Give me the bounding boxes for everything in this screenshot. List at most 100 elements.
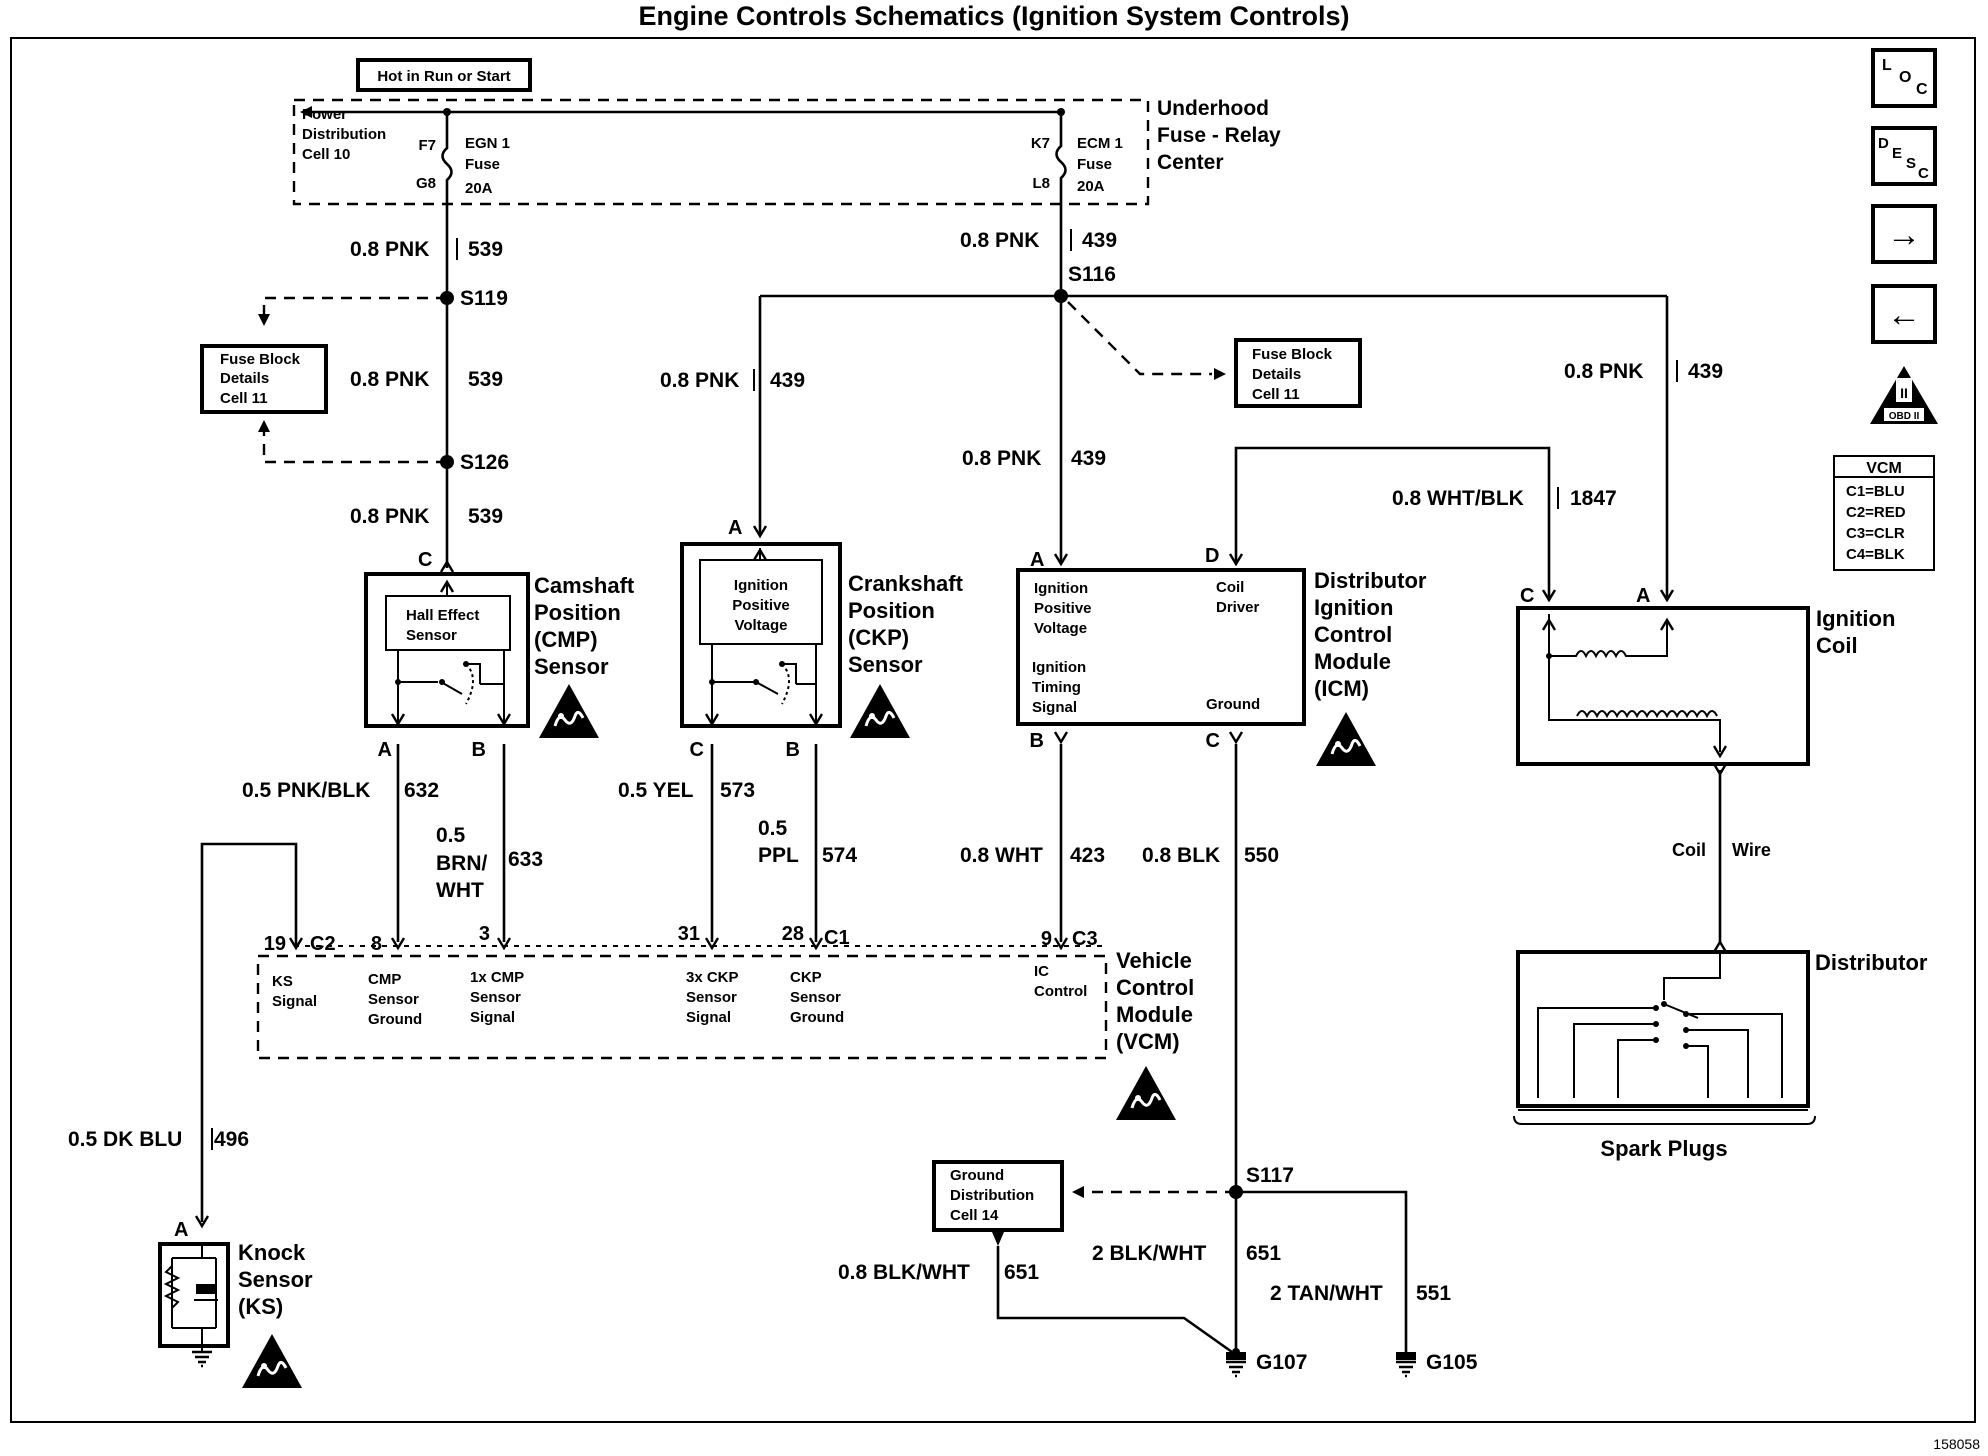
ground-distribution-box[interactable]: Ground Distribution Cell 14 xyxy=(932,1160,1064,1232)
svg-text:Sensor: Sensor xyxy=(534,654,609,679)
svg-text:Voltage: Voltage xyxy=(734,617,787,634)
svg-text:BRN/: BRN/ xyxy=(436,852,487,875)
svg-text:Crankshaft: Crankshaft xyxy=(848,571,964,596)
svg-text:G8: G8 xyxy=(416,175,436,192)
svg-text:Coil: Coil xyxy=(1216,579,1244,596)
svg-text:C2: C2 xyxy=(310,933,336,955)
svg-text:S117: S117 xyxy=(1246,1164,1294,1187)
svg-text:II: II xyxy=(1900,385,1908,401)
svg-text:Distribution: Distribution xyxy=(950,1187,1034,1204)
svg-text:A: A xyxy=(174,1219,188,1241)
svg-text:Ignition: Ignition xyxy=(1032,659,1086,676)
ecm1-fuse: K7 L8 ECM 1 Fuse 20A xyxy=(1031,108,1123,296)
svg-text:0.8 BLK/WHT: 0.8 BLK/WHT xyxy=(838,1261,970,1284)
obd-ii-icon[interactable]: II OBD II xyxy=(1870,366,1938,424)
svg-text:Cell 11: Cell 11 xyxy=(220,390,268,407)
svg-text:0.8 WHT: 0.8 WHT xyxy=(960,844,1043,867)
svg-text:539: 539 xyxy=(468,238,503,261)
svg-text:Control: Control xyxy=(1116,975,1194,1000)
svg-text:L8: L8 xyxy=(1032,175,1050,192)
ground-g107: G107 xyxy=(1224,1351,1307,1378)
svg-text:651: 651 xyxy=(1004,1261,1039,1284)
underhood-fuse-relay-center: Power Distribution Cell 10 Underhood Fus… xyxy=(292,97,1281,206)
svg-text:Sensor: Sensor xyxy=(686,989,737,1006)
svg-text:Signal: Signal xyxy=(272,993,317,1010)
svg-text:C: C xyxy=(418,549,432,571)
svg-text:539: 539 xyxy=(468,505,503,528)
svg-text:0.5 YEL: 0.5 YEL xyxy=(618,779,694,802)
svg-text:651: 651 xyxy=(1246,1242,1281,1265)
svg-text:ECM 1: ECM 1 xyxy=(1077,135,1123,152)
svg-text:Cell 14: Cell 14 xyxy=(950,1207,999,1224)
svg-text:A: A xyxy=(378,739,392,761)
svg-text:D: D xyxy=(1205,545,1219,567)
svg-text:EGN 1: EGN 1 xyxy=(465,135,510,152)
svg-text:S: S xyxy=(1906,155,1916,172)
svg-text:C1=BLU: C1=BLU xyxy=(1846,483,1905,500)
svg-text:3: 3 xyxy=(479,923,490,945)
vcm-connector-legend: VCM C1=BLU C2=RED C3=CLR C4=BLK xyxy=(1833,455,1935,571)
svg-text:D: D xyxy=(1878,135,1889,152)
svg-text:Position: Position xyxy=(534,600,621,625)
svg-text:(CKP): (CKP) xyxy=(848,625,909,650)
svg-text:2 TAN/WHT: 2 TAN/WHT xyxy=(1270,1282,1383,1305)
svg-text:19: 19 xyxy=(264,933,286,955)
svg-text:550: 550 xyxy=(1244,844,1279,867)
svg-text:Ground: Ground xyxy=(1206,696,1260,713)
svg-text:Sensor: Sensor xyxy=(470,989,521,1006)
fuse-block-details-left[interactable]: Fuse Block Details Cell 11 xyxy=(200,344,328,414)
svg-text:2 BLK/WHT: 2 BLK/WHT xyxy=(1092,1242,1206,1265)
svg-text:Distributor: Distributor xyxy=(1815,950,1928,975)
svg-text:9: 9 xyxy=(1041,928,1052,950)
svg-text:(KS): (KS) xyxy=(238,1294,283,1319)
svg-text:S116: S116 xyxy=(1068,263,1116,286)
svg-text:WHT: WHT xyxy=(436,879,484,902)
svg-text:Knock: Knock xyxy=(238,1240,306,1265)
desc-icon[interactable]: D E S C xyxy=(1871,126,1937,186)
svg-text:551: 551 xyxy=(1416,1282,1451,1305)
svg-text:0.8 PNK: 0.8 PNK xyxy=(1564,360,1643,383)
svg-text:1847: 1847 xyxy=(1570,487,1617,510)
svg-text:1x CMP: 1x CMP xyxy=(470,969,524,986)
hot-in-run-label: Hot in Run or Start xyxy=(356,58,532,92)
wire-1847 xyxy=(1234,446,1551,598)
svg-text:C: C xyxy=(690,739,704,761)
knock-sensor: A Knock Sensor (KS) xyxy=(158,1219,313,1390)
svg-text:20A: 20A xyxy=(465,180,493,197)
svg-text:20A: 20A xyxy=(1077,178,1105,195)
svg-text:Cell 11: Cell 11 xyxy=(1252,386,1300,403)
svg-text:Coil: Coil xyxy=(1816,633,1858,658)
svg-text:0.8 PNK: 0.8 PNK xyxy=(350,238,429,261)
next-arrow-icon[interactable]: → xyxy=(1871,204,1937,264)
svg-text:Ground: Ground xyxy=(368,1011,422,1028)
fuse-block-details-right[interactable]: Fuse Block Details Cell 11 xyxy=(1234,338,1362,408)
svg-text:Position: Position xyxy=(848,598,935,623)
svg-text:0.5: 0.5 xyxy=(758,817,788,840)
camshaft-position-sensor: C Hall Effect Sensor A B Camshaft Positi… xyxy=(364,549,635,761)
svg-text:←: ← xyxy=(1887,296,1921,334)
svg-text:Distributor: Distributor xyxy=(1314,568,1427,593)
svg-text:439: 439 xyxy=(1071,447,1106,470)
svg-text:(ICM): (ICM) xyxy=(1314,676,1369,701)
egn1-fuse: F7 G8 EGN 1 Fuse 20A xyxy=(416,108,510,250)
svg-text:Fuse: Fuse xyxy=(1077,156,1112,173)
svg-text:0.8 PNK: 0.8 PNK xyxy=(350,505,429,528)
svg-text:28: 28 xyxy=(782,923,804,945)
svg-text:Positive: Positive xyxy=(1034,600,1092,617)
svg-text:Ignition: Ignition xyxy=(1034,580,1088,597)
svg-text:Module: Module xyxy=(1116,1002,1193,1027)
svg-text:Driver: Driver xyxy=(1216,599,1260,616)
svg-text:PPL: PPL xyxy=(758,844,799,867)
svg-text:S119: S119 xyxy=(460,287,508,310)
svg-text:S126: S126 xyxy=(460,451,509,474)
svg-text:Fuse - Relay: Fuse - Relay xyxy=(1157,124,1281,147)
svg-text:A: A xyxy=(728,517,742,539)
svg-text:Sensor: Sensor xyxy=(790,989,841,1006)
distributor-ignition-control-module: A D Ignition Positive Voltage Coil Drive… xyxy=(1016,545,1427,768)
svg-text:Vehicle: Vehicle xyxy=(1116,948,1192,973)
svg-text:Wire: Wire xyxy=(1732,840,1771,860)
svg-text:Coil: Coil xyxy=(1672,840,1706,860)
svg-text:CMP: CMP xyxy=(368,971,401,988)
loc-icon[interactable]: L O C xyxy=(1871,48,1937,108)
prev-arrow-icon[interactable]: ← xyxy=(1871,284,1937,344)
